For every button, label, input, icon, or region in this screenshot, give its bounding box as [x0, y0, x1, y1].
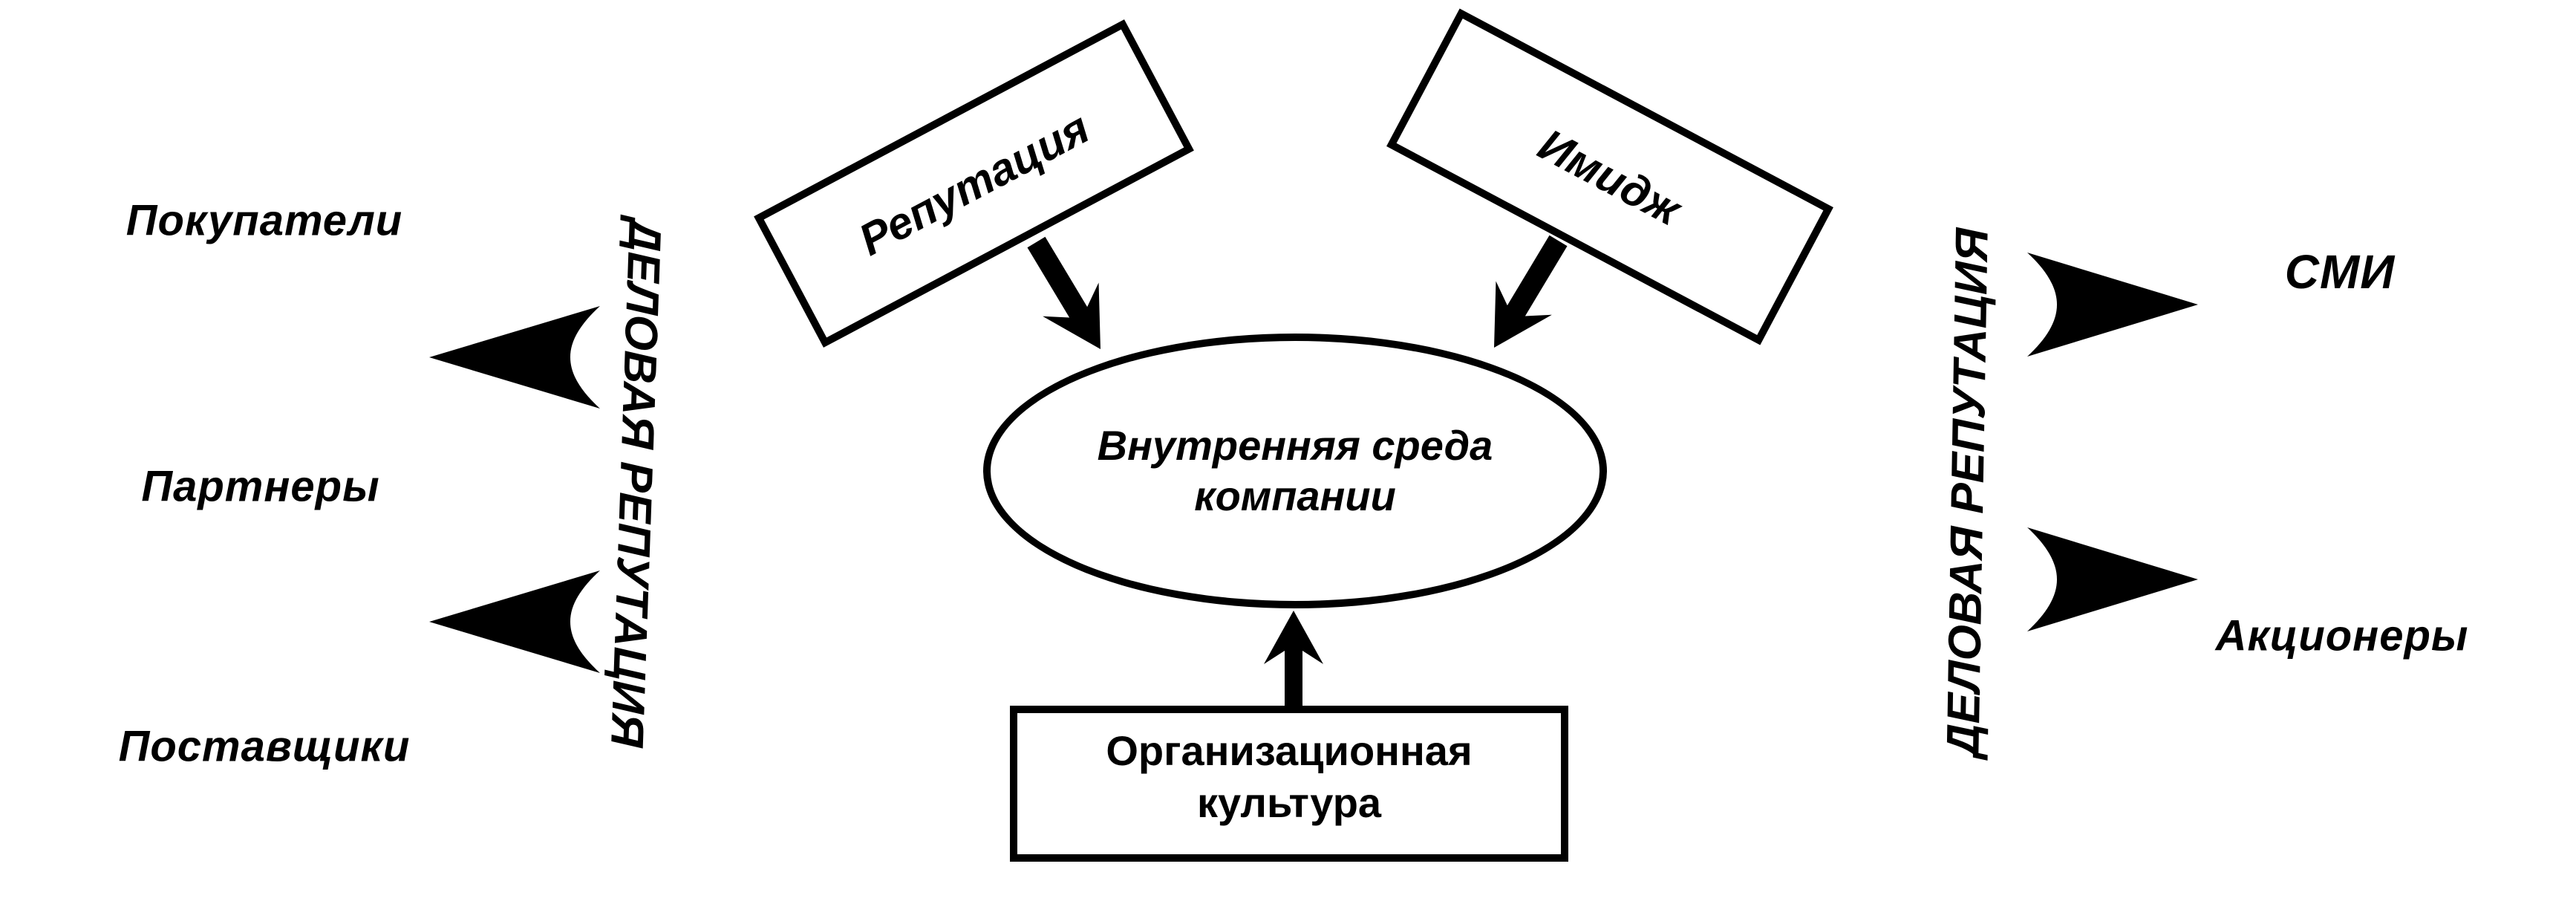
org-culture-line2: культура — [1196, 779, 1382, 826]
arrow-right-upper-icon — [2027, 253, 2198, 357]
internal-environment-line2: компании — [1194, 472, 1396, 519]
arrow-left-lower-icon — [429, 570, 600, 673]
label-suppliers: Поставщики — [118, 722, 411, 771]
arrow-reputation-to-environment — [1027, 236, 1100, 349]
label-media: СМИ — [2284, 245, 2396, 299]
label-partners: Партнеры — [141, 462, 380, 511]
image-box-label: Имидж — [1530, 119, 1689, 235]
label-shareholders: Акционеры — [2215, 611, 2469, 660]
internal-environment-line1: Внутренняя среда — [1097, 421, 1493, 469]
arrow-right-lower-icon — [2027, 527, 2198, 631]
internal-environment-ellipse: Внутренняя среда компании — [983, 334, 1607, 608]
label-buyers: Покупатели — [125, 196, 403, 245]
arrow-left-upper-icon — [429, 306, 600, 409]
org-culture-box: Организационная культура — [1010, 706, 1568, 862]
right-vertical-label: ДЕЛОВАЯ РЕПУТАЦИЯ — [1937, 227, 1998, 758]
org-culture-line1: Организационная — [1106, 727, 1473, 774]
arrow-image-to-environment — [1494, 235, 1568, 348]
arrow-culture-to-environment — [1264, 611, 1323, 709]
